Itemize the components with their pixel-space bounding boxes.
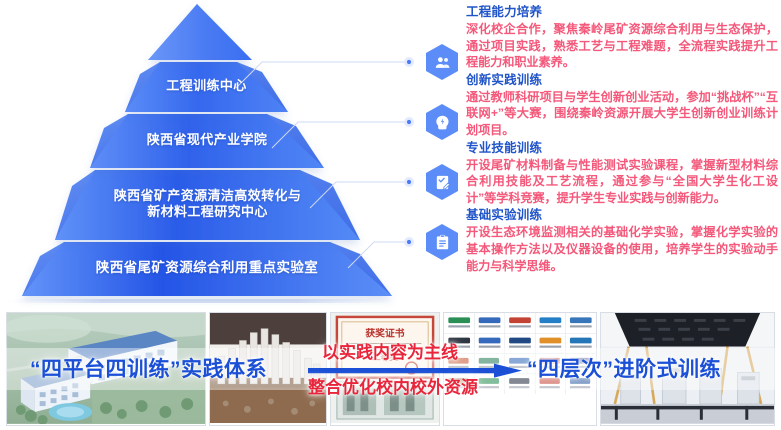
pyramid-diagram: 工程训练中心 陕西省现代产业学院 陕西省矿产资源清洁高效转化与 新材料工程研究中… — [0, 0, 420, 310]
training-block-4-body: 开设生态环境监测相关的基础化学实验，掌握化学实验的基本操作方法以及仪器设备的使用… — [466, 225, 778, 273]
pyramid-apex-shape — [148, 4, 252, 60]
award-certificate-image: 获奖证书 二等奖 — [331, 313, 439, 423]
photo-strip: 获奖证书 二等奖 — [6, 312, 775, 426]
pyramid-layer-4[interactable]: 陕西省尾矿资源综合利用重点实验室 — [22, 242, 392, 296]
partner-logos-photo — [443, 312, 597, 426]
laboratory-photo — [600, 312, 775, 426]
pyramid-layer-4-shape — [22, 242, 392, 296]
clipboard-icon — [436, 234, 448, 249]
training-block-1-body: 深化校企合作，聚焦秦岭尾矿资源综合利用与生态保护，通过项目实践，熟悉工艺与工程难… — [466, 22, 778, 70]
hex-badge-2[interactable] — [425, 103, 459, 141]
training-block-1: 工程能力培养 深化校企合作，聚焦秦岭尾矿资源综合利用与生态保护，通过项目实践，熟… — [466, 4, 778, 71]
training-block-2: 创新实践训练 通过教师科研项目与学生创新创业活动，参加“挑战杯”“互联网+”等大… — [466, 72, 778, 139]
training-block-4: 基础实验训练 开设生态环境监测相关的基础化学实验，掌握化学实验的基本操作方法以及… — [466, 207, 778, 274]
users-icon — [435, 56, 449, 68]
training-block-3-title: 专业技能训练 — [466, 140, 543, 155]
checklist-pen-icon — [436, 175, 450, 189]
training-block-2-body: 通过教师科研项目与学生创新创业活动，参加“挑战杯”“互联网+”等大赛，围绕秦岭资… — [466, 89, 778, 137]
pyramid-layer-3[interactable]: 陕西省矿产资源清洁高效转化与 新材料工程研究中心 — [55, 170, 360, 240]
training-block-3: 专业技能训练 开设尾矿材料制备与性能测试实验课程，掌握新型材料综合利用技能及工艺… — [466, 140, 778, 207]
campus-aerial-image — [7, 313, 205, 424]
training-block-2-title: 创新实践训练 — [466, 72, 543, 87]
pyramid-layer-1[interactable]: 工程训练中心 — [125, 62, 288, 112]
training-block-4-title: 基础实验训练 — [466, 208, 543, 223]
hex-badge-1[interactable] — [425, 43, 459, 81]
training-block-3-body: 开设尾矿材料制备与性能测试实验课程，掌握新型材料综合利用技能及工艺流程，通过参与… — [466, 157, 778, 205]
hex-badge-4[interactable] — [425, 223, 459, 261]
pyramid-layer-3-label: 陕西省矿产资源清洁高效转化与 新材料工程研究中心 — [113, 188, 302, 219]
hex-badge-3[interactable] — [425, 163, 459, 201]
tailings-sample-photo — [209, 312, 327, 426]
idea-head-icon — [435, 115, 449, 129]
laboratory-image — [601, 313, 774, 424]
campus-aerial-photo — [6, 312, 206, 426]
pyramid-layer-2[interactable]: 陕西省现代产业学院 — [90, 114, 324, 168]
training-description-panel: 工程能力培养 深化校企合作，聚焦秦岭尾矿资源综合利用与生态保护，通过项目实践，熟… — [466, 4, 778, 275]
pyramid-layer-2-shape — [90, 114, 324, 168]
award-certificate-photo: 获奖证书 二等奖 — [330, 312, 440, 426]
pyramid-layer-3-shape — [55, 170, 360, 240]
pyramid-layer-2-label: 陕西省现代产业学院 — [146, 132, 268, 148]
partner-logos-image — [444, 313, 596, 395]
pyramid-layer-4-label: 陕西省尾矿资源综合利用重点实验室 — [95, 259, 319, 275]
hexagon-shape — [426, 44, 458, 80]
tailings-sample-image — [210, 313, 326, 424]
training-block-1-title: 工程能力培养 — [466, 5, 543, 19]
pyramid-layer-1-label: 工程训练中心 — [166, 78, 247, 94]
svg-text:二等奖: 二等奖 — [372, 351, 399, 362]
svg-text:获奖证书: 获奖证书 — [365, 327, 404, 340]
